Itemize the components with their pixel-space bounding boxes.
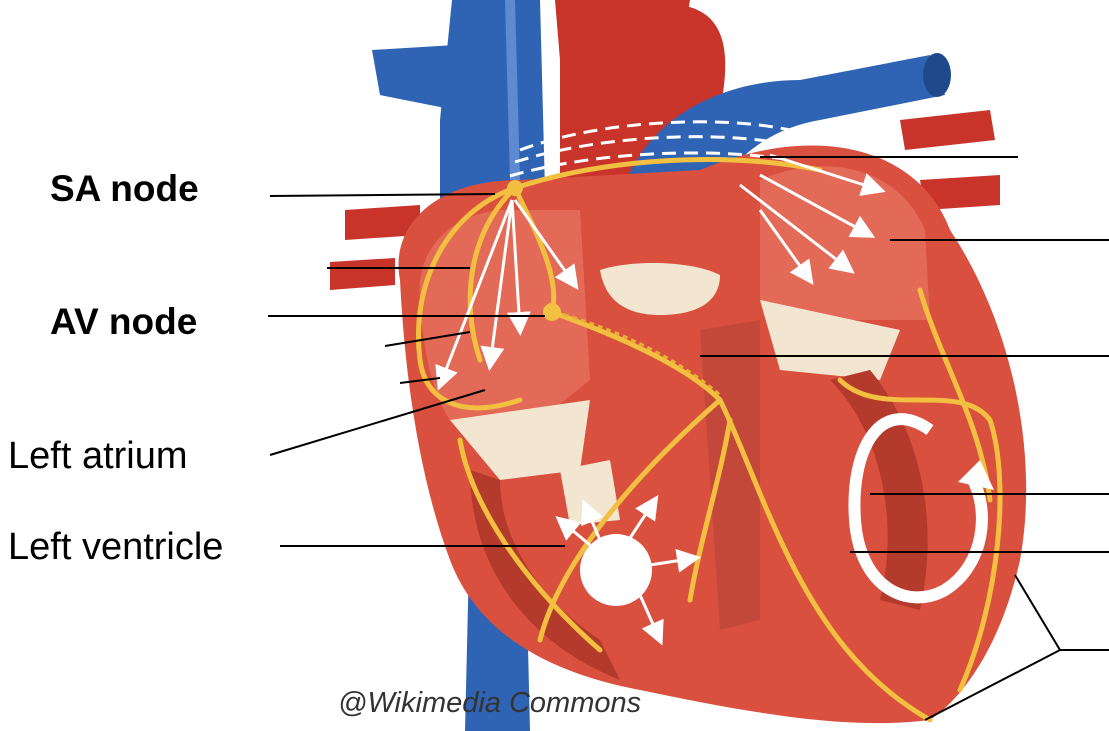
av-node-label: AV node [50, 303, 197, 340]
sa-node-label: SA node [50, 170, 199, 207]
image-credit: @Wikimedia Commons [338, 687, 641, 720]
left-ventricle-label: Left ventricle [8, 528, 223, 566]
sa-node-icon [507, 180, 523, 196]
left-atrium-label: Left atrium [8, 437, 188, 475]
av-node-icon [543, 303, 561, 321]
